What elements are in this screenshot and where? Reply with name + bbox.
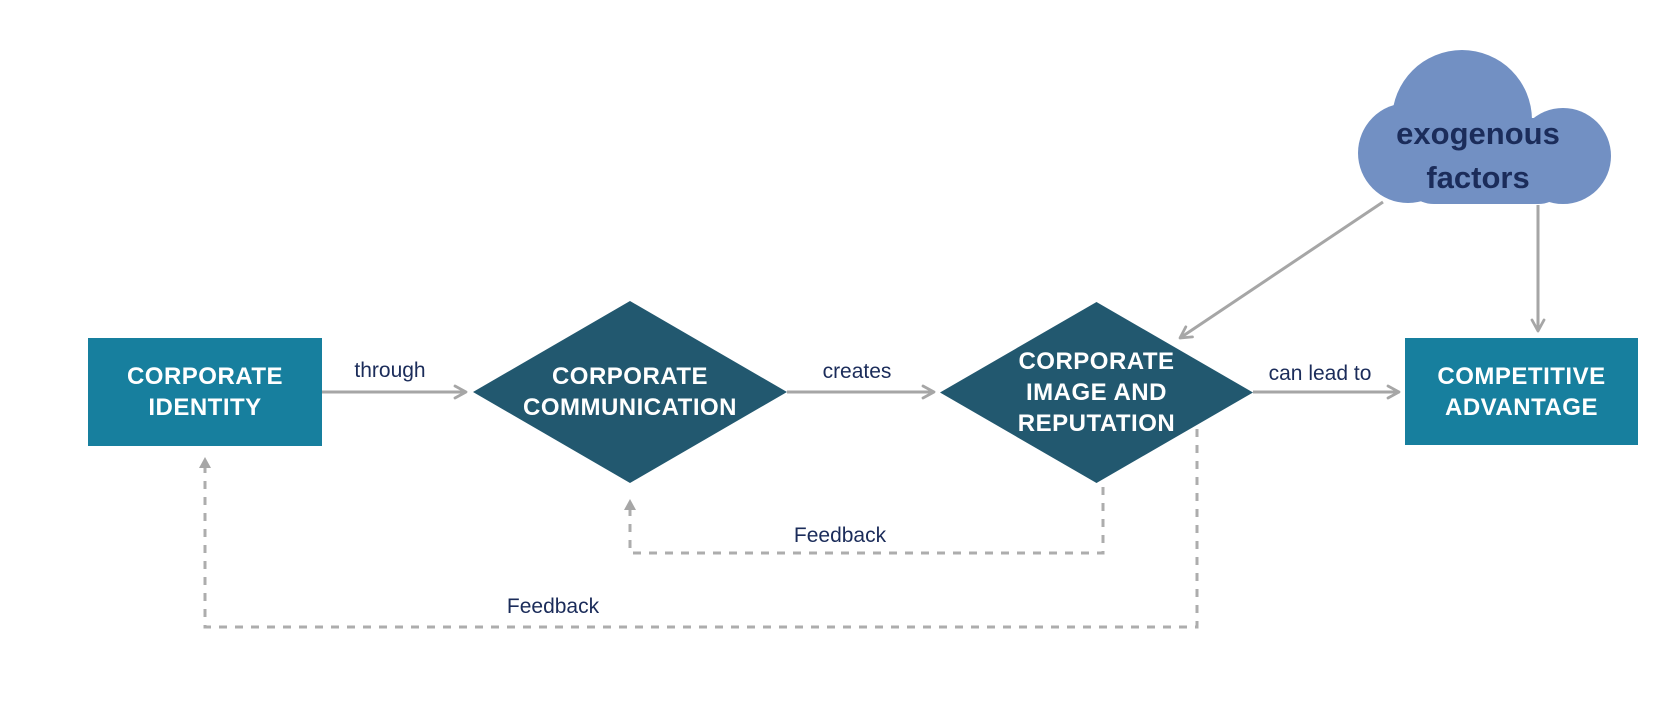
edge-label-can-lead-to: can lead to (1268, 362, 1372, 385)
edge-label-feedback-inner: Feedback (793, 524, 887, 547)
node-corporate-image-reputation-label: CORPORATE IMAGE AND REPUTATION (1017, 348, 1176, 437)
node-corporate-identity-label: CORPORATE IDENTITY (126, 363, 284, 421)
node-corporate-identity: CORPORATE IDENTITY (88, 338, 322, 446)
node-exogenous-factors-label: exogenous factors (1396, 116, 1560, 195)
edge-label-creates: creates (822, 360, 892, 383)
node-competitive-advantage-label: COMPETITIVE ADVANTAGE (1437, 362, 1606, 421)
feedback-arrow-inner (624, 487, 1105, 555)
node-competitive-advantage: COMPETITIVE ADVANTAGE (1405, 338, 1638, 445)
exogenous-factors-cloud-shape (1358, 50, 1611, 204)
edge-label-feedback-outer: Feedback (506, 595, 600, 618)
node-corporate-communication-label: CORPORATE COMMUNICATION (522, 363, 738, 421)
edge-label-through: through (354, 359, 426, 382)
feedback-arrow-outer (199, 429, 1199, 629)
arrow-exogenous-to-image (1178, 200, 1384, 340)
